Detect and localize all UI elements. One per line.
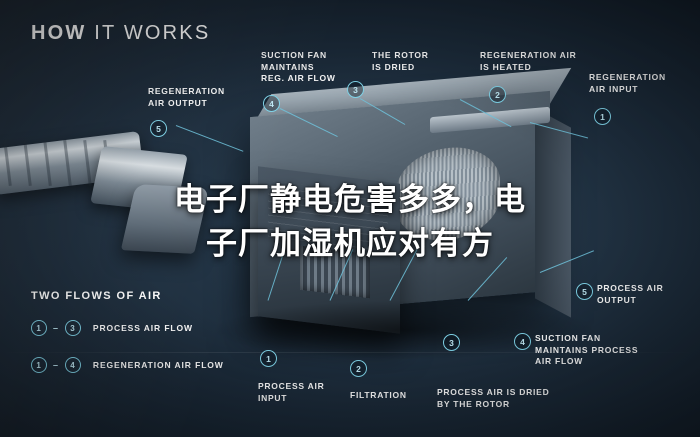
legend-label-regeneration-air-flow: REGENERATION AIR FLOW	[92, 360, 224, 370]
legend-dash-a: –	[53, 323, 59, 333]
callout-label-filtration: FILTRATION	[350, 390, 407, 400]
legend-row-regeneration-air: 1 – 4 REGENERATION AIR FLOW	[31, 357, 224, 373]
callout-badge-5-bottom: 5	[576, 283, 593, 300]
title-how: HOW	[31, 22, 87, 44]
legend-title: TWO FLOWS OF AIR	[31, 290, 162, 302]
callout-badge-2-top: 2	[489, 86, 506, 103]
callout-badge-5-top: 5	[150, 120, 167, 137]
callout-label-reg-air-heated: REGENERATION AIR IS HEATED	[480, 50, 577, 72]
headline-line-2: 子厂加湿机应对有方	[206, 226, 494, 263]
legend-badge-1a: 1	[31, 320, 47, 336]
callout-badge-4-top: 4	[263, 95, 280, 112]
legend-label-process-air-flow: PROCESS AIR FLOW	[92, 323, 193, 333]
callout-badge-3-top: 3	[347, 81, 364, 98]
callout-label-suction-fan-reg: SUCTION FAN MAINTAINS REG. AIR FLOW	[261, 50, 336, 84]
headline-line-1: 电子厂静电危害多多，电	[174, 182, 526, 218]
callout-label-process-air-dried: PROCESS AIR IS DRIED BY THE ROTOR	[437, 387, 550, 409]
callout-label-reg-air-output: REGENERATION AIR OUTPUT	[148, 86, 225, 108]
legend-badge-1b: 1	[31, 357, 47, 373]
callout-badge-1-bottom: 1	[260, 350, 277, 367]
callout-badge-4-bottom: 4	[514, 333, 531, 350]
callout-label-process-air-output: PROCESS AIR OUTPUT	[597, 283, 664, 305]
floor-line	[0, 352, 700, 353]
callout-badge-3-bottom: 3	[443, 334, 460, 351]
legend-badge-4: 4	[64, 357, 81, 373]
legend-row-process-air: 1 – 3 PROCESS AIR FLOW	[31, 320, 193, 336]
callout-badge-1-top: 1	[594, 108, 611, 125]
callout-badge-2-bottom: 2	[350, 360, 367, 377]
callout-label-process-air-input: PROCESS AIR INPUT	[258, 381, 325, 403]
floor-shadow	[210, 300, 600, 360]
legend-badge-3: 3	[64, 320, 81, 336]
page-title: HOW IT WORKS	[31, 22, 210, 45]
callout-label-suction-fan-process: SUCTION FAN MAINTAINS PROCESS AIR FLOW	[535, 333, 639, 367]
headline-overlay: 电子厂静电危害多多，电 子厂加湿机应对有方	[0, 178, 700, 266]
legend-dash-b: –	[53, 360, 59, 370]
title-it-works: IT WORKS	[94, 22, 211, 44]
callout-label-reg-air-input: REGENERATION AIR INPUT	[589, 72, 666, 94]
callout-label-rotor-dried: THE ROTOR IS DRIED	[372, 50, 429, 72]
